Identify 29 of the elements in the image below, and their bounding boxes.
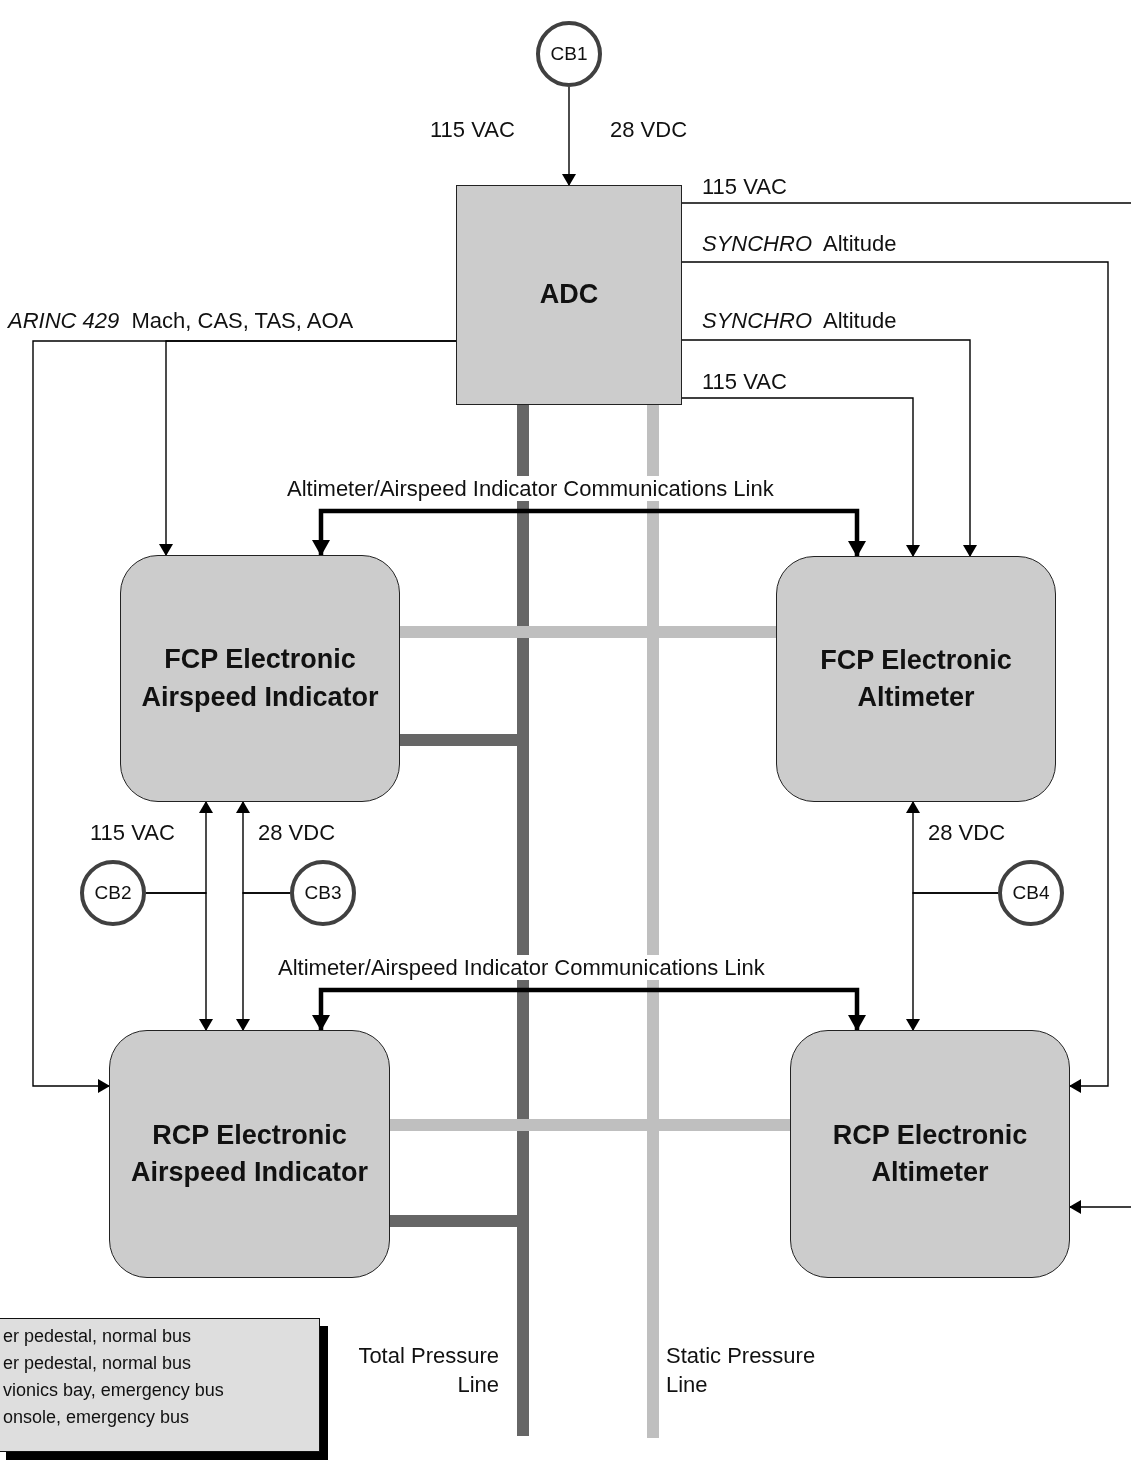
indicator-box: RCP Electronic Altimeter (790, 1030, 1070, 1278)
note-text: er pedestal, normal bus (3, 1353, 192, 1374)
indicator-box: FCP Electronic Altimeter (776, 556, 1056, 802)
circuit-breaker-circle: CB4 (998, 860, 1064, 926)
voltage-label: 28 VDC (610, 117, 688, 143)
connector-arrow (906, 892, 999, 1031)
edge-label: Altimeter/Airspeed Indicator Communications Link (285, 476, 776, 502)
circuit-breaker-circle: CB1 (536, 21, 602, 87)
edge-label: Altimeter/Airspeed Indicator Communications Link (276, 955, 767, 981)
note-text: er pedestal, normal bus (3, 1326, 192, 1347)
connector-arrow (681, 397, 920, 557)
connector-arrow (681, 339, 977, 557)
circuit-breaker-circle: CB2 (80, 860, 146, 926)
line-label: Total Pressure Line (320, 1340, 499, 1402)
note-text: vionics bay, emergency bus (3, 1380, 224, 1401)
indicator-box: FCP Electronic Airspeed Indicator (120, 555, 400, 802)
line-label: Static Pressure Line (666, 1340, 856, 1402)
note-text: onsole, emergency bus (3, 1407, 190, 1428)
connector-arrow (312, 508, 866, 557)
connector-arrow (145, 892, 213, 1031)
circuit-breaker-circle: CB3 (290, 860, 356, 926)
computer-box: ADC (456, 185, 682, 405)
connector-arrow (236, 892, 291, 1031)
connector-arrow (681, 261, 1109, 1093)
connector-arrow (32, 340, 457, 1093)
connector-arrow (562, 86, 576, 186)
connector-arrow (1069, 1200, 1131, 1214)
connector-arrow (312, 987, 866, 1031)
indicator-box: RCP Electronic Airspeed Indicator (109, 1030, 390, 1278)
